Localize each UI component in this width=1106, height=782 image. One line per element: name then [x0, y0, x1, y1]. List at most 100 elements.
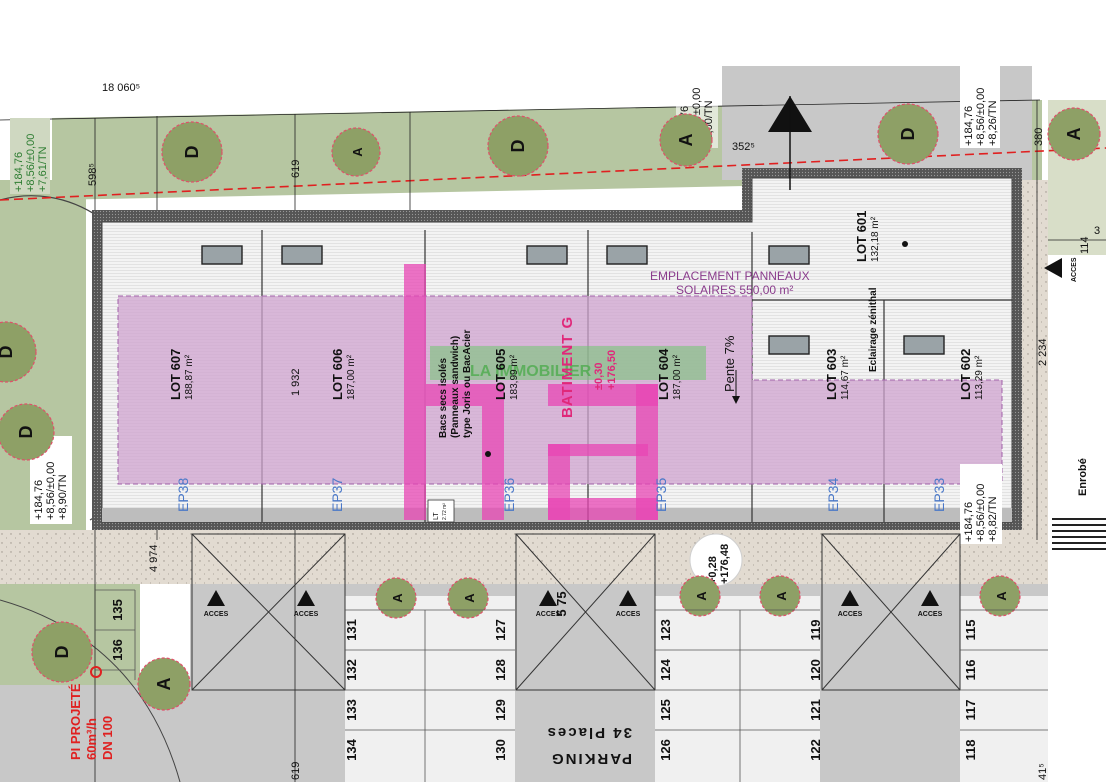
lot-name: LOT 601: [854, 211, 869, 262]
parking-area: [190, 584, 1048, 782]
parking-number: 131: [344, 619, 359, 641]
crosswalk-stripes: [1052, 518, 1106, 550]
dim-right-edge: 114: [1079, 236, 1091, 254]
access-arrow-icon: [921, 590, 939, 606]
elev-line: +184,76: [33, 480, 45, 520]
tree-canopy-icon: [487, 115, 549, 177]
access-label: ACCES: [838, 611, 863, 618]
parking-number: 120: [808, 659, 823, 681]
elev-line: +8,90/TN: [57, 474, 69, 520]
dim-road-width: 4 974: [148, 544, 160, 572]
tree-canopy-icon: [447, 577, 489, 619]
parking-title-group: PARKING 34 Places: [546, 724, 632, 767]
parking-number: 132: [344, 659, 359, 681]
tree-label: D: [182, 146, 202, 159]
parking-strip-3: [960, 596, 1048, 782]
building-name-group: BATIMENT G: [559, 316, 576, 418]
enrobe-label: Enrobé: [1077, 458, 1089, 496]
parking-cross-markings: [191, 533, 961, 691]
parking-number: 134: [344, 738, 359, 760]
dim-building-right: 2 234: [1037, 338, 1049, 366]
sidewalk: [0, 530, 1048, 584]
lt-label: LT: [433, 512, 440, 520]
road-right: [1048, 255, 1106, 555]
tree-canopy-icon: [1047, 107, 1101, 161]
pavement-top: [722, 66, 1032, 180]
dim-left-depth: 598⁵: [87, 163, 99, 186]
lot-name: LOT 607: [168, 349, 183, 400]
tree-canopy-icon: [679, 575, 721, 617]
tree-label: A: [1064, 128, 1084, 141]
tree-label: D: [16, 426, 36, 439]
parking-number: 122: [808, 739, 823, 761]
tree-label: D: [898, 128, 918, 141]
watermark-logo: [404, 264, 658, 520]
skylight-dot: [902, 241, 908, 247]
access-label: ACCES: [204, 611, 229, 618]
parking-number: 128: [493, 659, 508, 681]
slope-arrow-head: [732, 396, 740, 404]
lot-area: 187,00 m²: [346, 354, 357, 400]
tree-label: D: [508, 140, 528, 153]
parking-stall-lines: [95, 589, 1048, 782]
elev-line: +184,76: [963, 502, 975, 542]
building-elev-2: +176,50: [606, 350, 618, 390]
dim-gap-right: 352⁵: [732, 141, 755, 153]
lot-name: LOT 605: [493, 349, 508, 400]
elev-line: +8,26/TN: [987, 100, 999, 146]
trees: DADADADDDAAAAAA: [0, 103, 1101, 711]
solar-label-line1: EMPLACEMENT PANNEAUX: [650, 269, 810, 283]
slope-group: Pente 7%: [722, 335, 737, 392]
tree-canopy-icon: [877, 103, 939, 165]
tree-label: A: [350, 147, 365, 157]
property-boundary: [0, 147, 1106, 201]
parking-number: 123: [658, 619, 673, 641]
tree-label: A: [694, 591, 709, 601]
lot-labels: LOT 607 188,87 m² LOT 606 187,00 m² LOT …: [168, 211, 985, 400]
parking-number: 127: [493, 619, 508, 641]
tree-label: A: [676, 134, 696, 147]
lot-name: LOT 603: [824, 349, 839, 400]
elev-line: +8,56/±0,00: [25, 134, 37, 192]
parking-number: 121: [808, 699, 823, 721]
lot-area: 188,87 m²: [184, 354, 195, 400]
roof-note-2: (Panneaux sandwich): [450, 336, 461, 438]
lt-sub: 2.72 m²: [442, 503, 448, 520]
building-name: BATIMENT G: [559, 316, 576, 418]
parking-subtitle: 34 Places: [546, 724, 632, 741]
window-units: [201, 245, 945, 355]
tree-label: A: [462, 593, 477, 603]
solar-label-line2: SOLAIRES 550,00 m²: [676, 283, 793, 297]
elev-line: +184,76: [13, 152, 25, 192]
tree-label: A: [390, 593, 405, 603]
elev-line: +7,61/TN: [37, 146, 49, 192]
parking-number: 118: [963, 740, 978, 761]
pi-marker: [90, 666, 102, 678]
tree-canopy-icon: [137, 657, 191, 711]
parking-number: 116: [963, 660, 978, 681]
tree-label: A: [994, 591, 1009, 601]
access-arrow-icon: [539, 590, 557, 606]
parking-strip-2: [655, 596, 820, 782]
elev-line: +8,56/±0,00: [975, 88, 987, 146]
road-elev-2: +176,48: [719, 544, 731, 584]
dim-bottom-right: 41⁵: [1037, 763, 1049, 780]
access-right-label: ACCES: [1071, 257, 1078, 282]
access-label: ACCES: [536, 611, 561, 618]
tree-canopy-icon: [0, 321, 37, 383]
ep-label: EP36: [501, 478, 517, 512]
tree-canopy-icon: [659, 113, 713, 167]
roof-note-3: type Joris ou BacAcier: [462, 330, 473, 438]
ep-label: EP35: [653, 478, 669, 512]
dim-right-edge-digit: 3: [1094, 225, 1100, 237]
tree-canopy-icon: [375, 577, 417, 619]
dim-building-left: 1 932: [290, 368, 302, 396]
parking-number: 124: [658, 658, 673, 680]
parking-number: 117: [963, 700, 978, 721]
pi-label-group: PI PROJETÉ 60m³/h DN 100: [68, 683, 115, 760]
curve-arc-bottom: [0, 599, 181, 782]
lot-area: 187,00 m²: [672, 354, 683, 400]
roof-note-1: Bacs secs isolés: [438, 358, 449, 438]
